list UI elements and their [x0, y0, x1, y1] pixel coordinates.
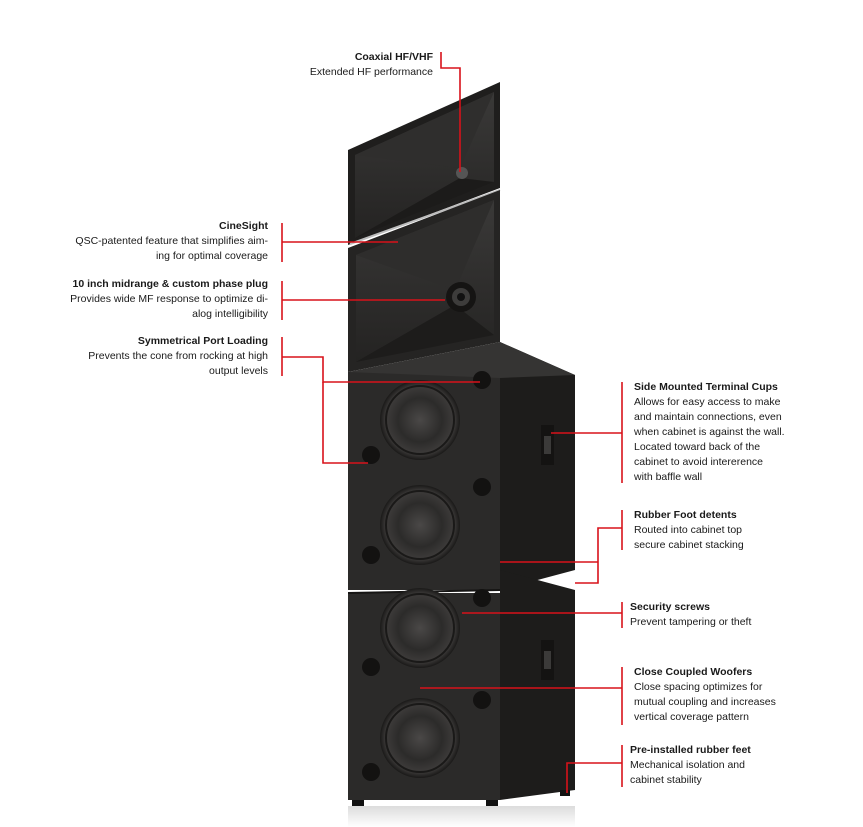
callout-feet: Pre-installed rubber feet Mechanical iso… [630, 743, 751, 788]
callout-detents-line-2: secure cabinet stacking [634, 539, 744, 551]
callout-midrange-line-2: alog intelligibility [192, 308, 268, 320]
callout-lines [281, 52, 623, 793]
callout-detents-line-1: Routed into cabinet top [634, 524, 742, 536]
callout-coaxial-line-1: Extended HF performance [309, 66, 433, 78]
callout-cinesight-title: CineSight [219, 220, 268, 232]
callout-security-line-1: Prevent tampering or theft [630, 616, 752, 628]
callout-cinesight: CineSight QSC-patented feature that simp… [75, 219, 268, 264]
callout-feet-title: Pre-installed rubber feet [630, 744, 751, 756]
callout-terminal-line-6: with baffle wall [634, 471, 703, 483]
callout-port-line-1: Prevents the cone from rocking at high [88, 350, 268, 362]
callout-midrange-title: 10 inch midrange & custom phase plug [72, 278, 268, 290]
callout-woofers-line-3: vertical coverage pattern [634, 711, 749, 723]
callout-woofers: Close Coupled Woofers Close spacing opti… [634, 665, 776, 725]
callout-midrange: 10 inch midrange & custom phase plug Pro… [70, 277, 268, 322]
upper-cabinet [348, 342, 575, 590]
callout-security: Security screws Prevent tampering or the… [630, 600, 751, 630]
callout-cinesight-line-1: QSC-patented feature that simplifies aim… [75, 235, 268, 247]
callout-feet-line-2: cabinet stability [630, 774, 702, 786]
callout-midrange-line-1: Provides wide MF response to optimize di… [70, 293, 268, 305]
callout-terminal-line-5: cabinet to avoid intererence [634, 456, 763, 468]
callout-woofers-line-1: Close spacing optimizes for [634, 681, 763, 693]
lower-cabinet [347, 570, 575, 806]
floor-reflection [348, 806, 575, 827]
callout-terminal-line-1: Allows for easy access to make [634, 396, 781, 408]
callout-cinesight-line-2: ing for optimal coverage [155, 250, 268, 262]
callout-coaxial: Coaxial HF/VHF Extended HF performance [310, 50, 433, 80]
callout-feet-line-1: Mechanical isolation and [630, 759, 745, 771]
callout-line-coaxial [440, 52, 461, 172]
callout-port-title: Symmetrical Port Loading [137, 335, 268, 347]
callout-port: Symmetrical Port Loading Prevents the co… [88, 334, 268, 379]
callout-coaxial-title: Coaxial HF/VHF [354, 51, 433, 63]
callout-woofers-title: Close Coupled Woofers [634, 666, 753, 678]
callout-detents: Rubber Foot detents Routed into cabinet … [634, 508, 744, 553]
callout-terminal-title: Side Mounted Terminal Cups [634, 381, 778, 393]
callout-detents-title: Rubber Foot detents [634, 509, 737, 521]
callout-terminal-line-2: and maintain connections, even [634, 411, 782, 423]
mf-horn [348, 190, 500, 372]
callout-woofers-line-2: mutual coupling and increases [634, 696, 776, 708]
callout-terminal: Side Mounted Terminal Cups Allows for ea… [634, 380, 785, 485]
callout-port-line-2: output levels [209, 365, 268, 377]
callout-security-title: Security screws [630, 601, 710, 613]
callout-terminal-line-4: Located toward back of the [634, 441, 761, 453]
callout-terminal-line-3: when cabinet is against the wall. [634, 426, 785, 438]
